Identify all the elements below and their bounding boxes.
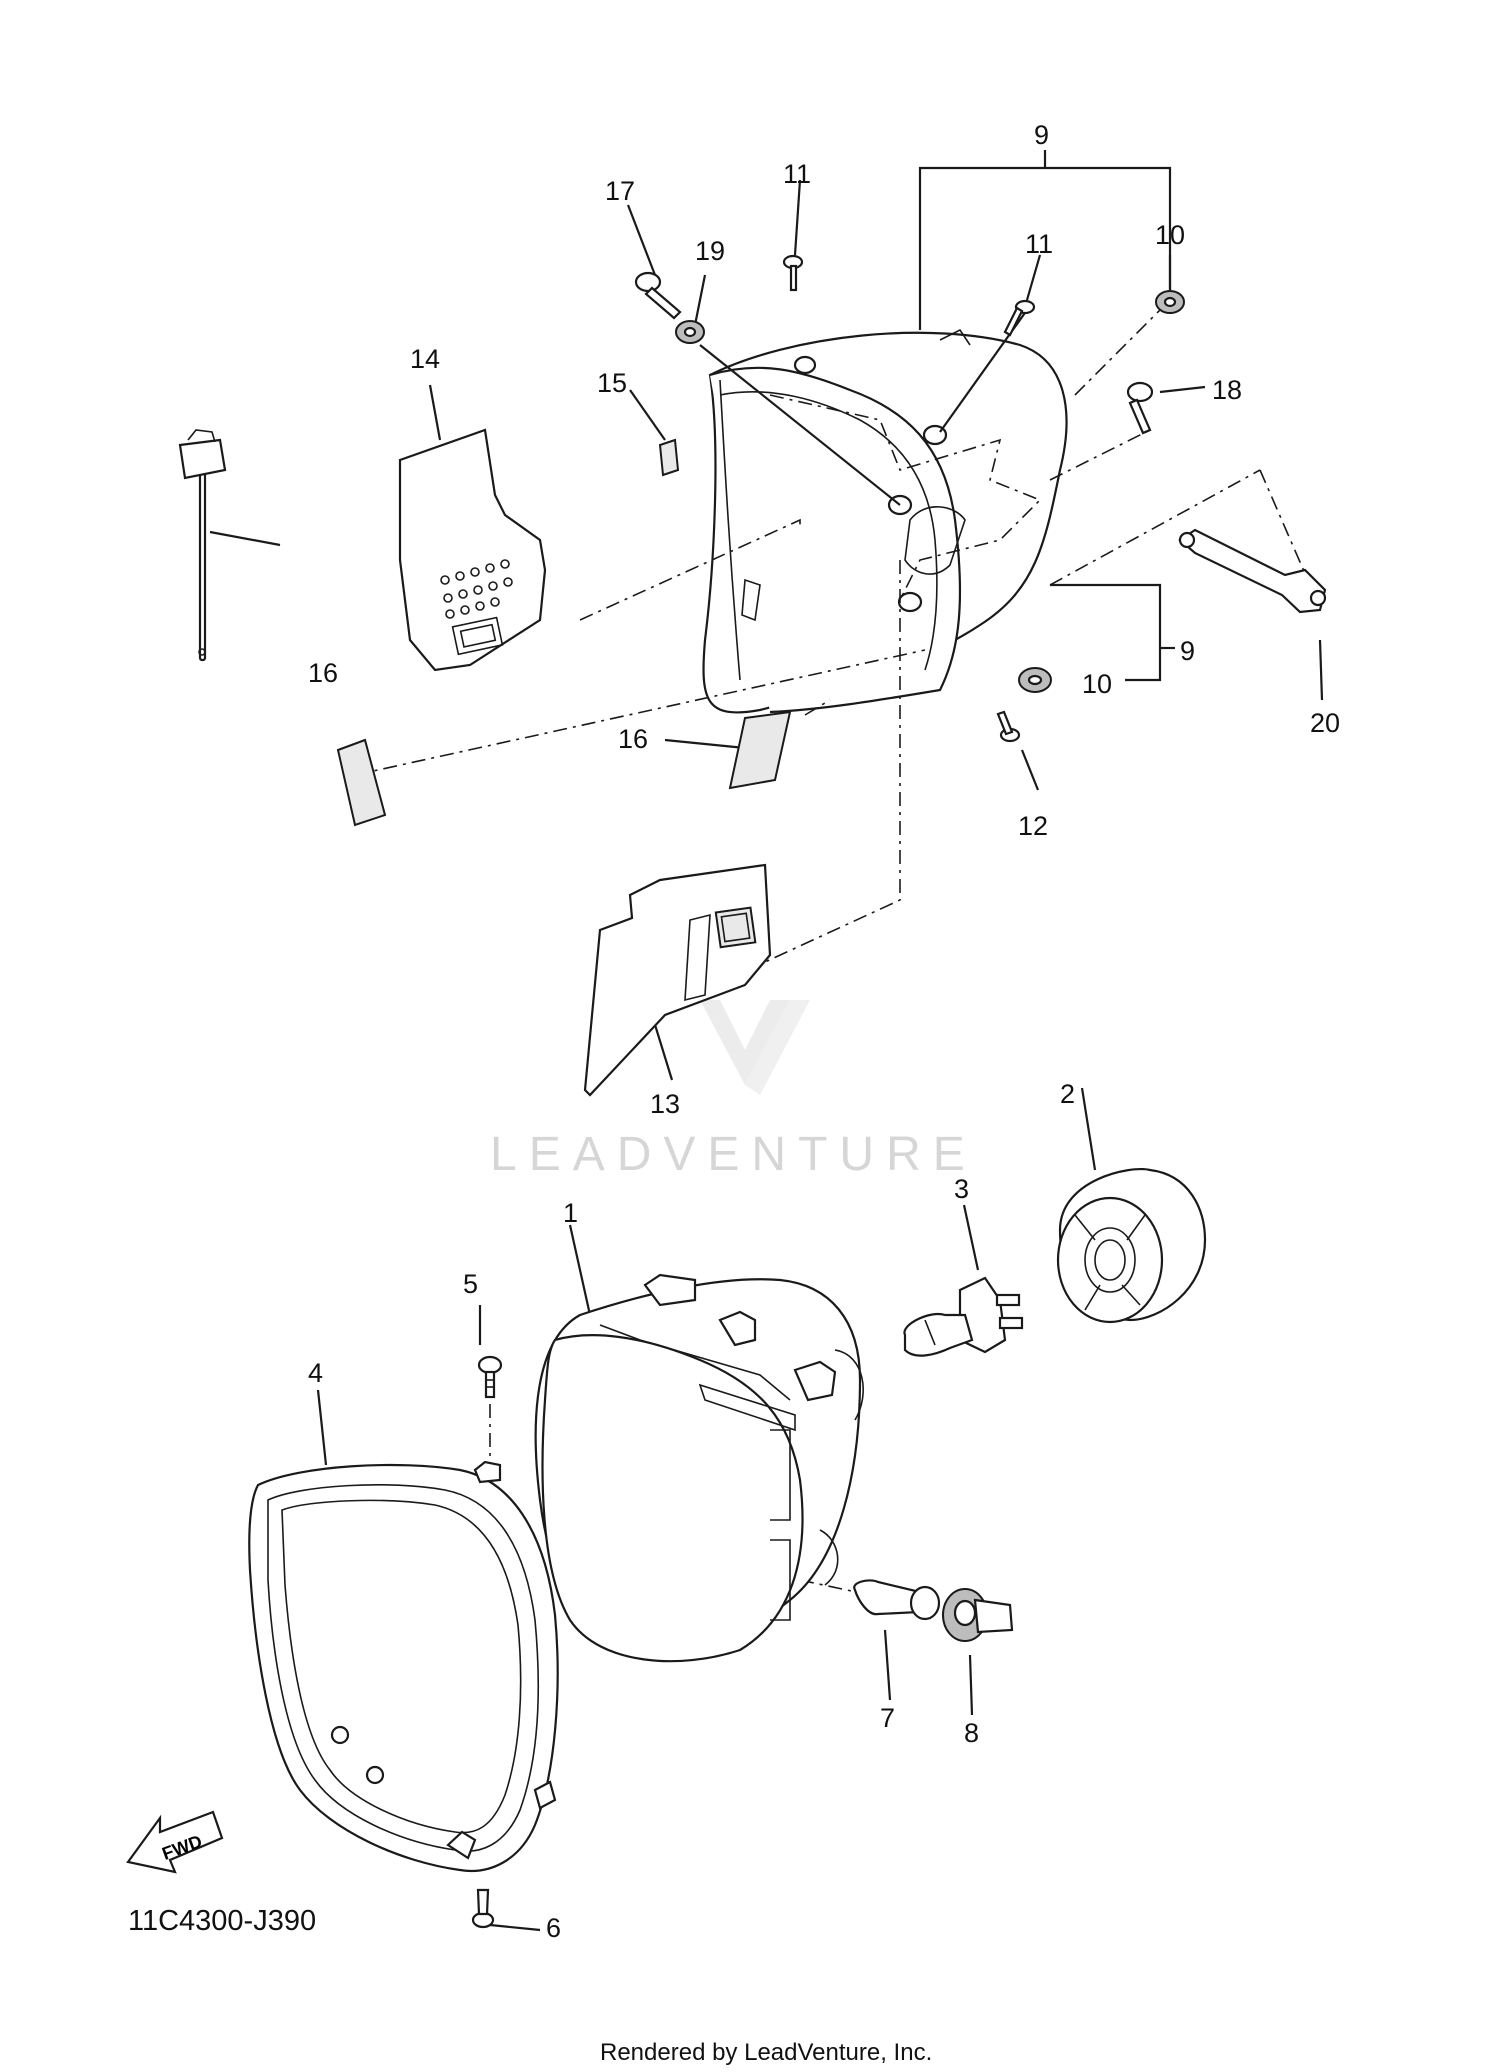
grommet-10-bottom bbox=[1018, 667, 1052, 693]
headlight-bulb-3 bbox=[903, 1276, 1024, 1357]
callout-16-left: 16 bbox=[308, 658, 338, 688]
callout-6: 6 bbox=[546, 1913, 561, 1943]
callout-17-top: 17 bbox=[605, 176, 635, 206]
callout-8: 8 bbox=[964, 1718, 979, 1748]
footer-credit: Rendered by LeadVenture, Inc. bbox=[600, 2039, 932, 2066]
bulb-cover-2 bbox=[1056, 1168, 1207, 1324]
watermark-logo bbox=[700, 1000, 810, 1095]
callout-12: 12 bbox=[1018, 811, 1048, 841]
screw-12 bbox=[996, 710, 1021, 743]
watermark-text: LEADVENTURE bbox=[490, 1128, 977, 1181]
headlight-housing bbox=[702, 328, 1068, 714]
grommet-10-top bbox=[1155, 290, 1185, 314]
washer-18 bbox=[675, 320, 705, 344]
callout-15: 15 bbox=[597, 368, 627, 398]
callout-13: 13 bbox=[650, 1089, 680, 1119]
cable-tie-20 bbox=[178, 429, 227, 662]
bulb-socket-8 bbox=[942, 1588, 1014, 1642]
decal-panel-14 bbox=[398, 428, 547, 672]
callout-11-right: 11 bbox=[1025, 229, 1053, 259]
callout-10-top: 10 bbox=[1155, 220, 1185, 250]
callout-19: 20 bbox=[1310, 708, 1340, 738]
callout-18: 19 bbox=[695, 236, 725, 266]
callout-7: 7 bbox=[880, 1703, 895, 1733]
callout-numbers: 9 10 11 11 17 18 19 14 15 16 16 9 10 20 … bbox=[308, 120, 1340, 1943]
bracket-19 bbox=[1178, 528, 1327, 614]
callout-11-top: 11 bbox=[783, 159, 811, 189]
decal-panel-13 bbox=[583, 863, 772, 1097]
label-16-left bbox=[336, 738, 387, 827]
callout-1: 1 bbox=[563, 1198, 578, 1228]
callout-4: 4 bbox=[308, 1358, 323, 1388]
callout-17-right: 18 bbox=[1212, 375, 1242, 405]
callout-14: 14 bbox=[410, 344, 440, 374]
callout-5: 5 bbox=[463, 1269, 478, 1299]
headlight-rim-4 bbox=[248, 1460, 559, 1872]
label-15 bbox=[658, 438, 680, 477]
screw-6 bbox=[471, 1888, 495, 1929]
diagram-code: 11C4300-J390 bbox=[128, 1905, 316, 1937]
callout-3: 3 bbox=[954, 1174, 969, 1204]
position-bulb-7 bbox=[853, 1579, 941, 1621]
headlight-unit-1 bbox=[534, 1273, 864, 1663]
callout-2: 2 bbox=[1060, 1079, 1075, 1109]
callout-10-bottom: 10 bbox=[1082, 669, 1112, 699]
screw-5 bbox=[477, 1355, 503, 1399]
leader-lines bbox=[209, 150, 1324, 1932]
callout-16-right: 16 bbox=[618, 724, 648, 754]
bolt-17-top bbox=[634, 271, 682, 320]
bolt-17-right bbox=[1126, 381, 1154, 435]
screw-11-left bbox=[782, 254, 804, 292]
label-16-right bbox=[728, 710, 792, 790]
callout-9-bottom: 9 bbox=[1180, 636, 1195, 666]
screw-11-right bbox=[1003, 299, 1036, 337]
callout-9-top: 9 bbox=[1034, 120, 1049, 150]
fwd-arrow-icon: FWD bbox=[126, 1810, 224, 1874]
